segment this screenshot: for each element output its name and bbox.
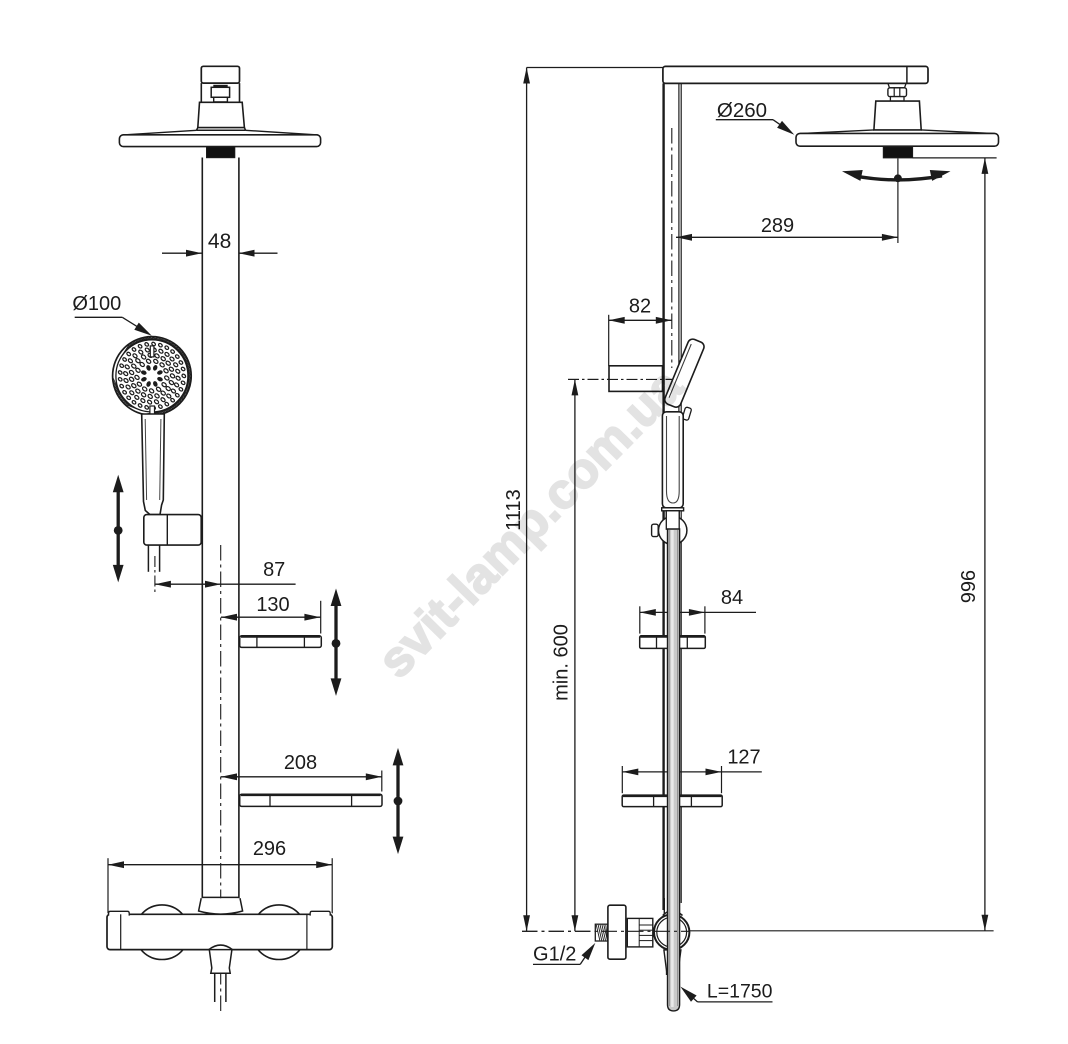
svg-text:296: 296 (253, 838, 286, 860)
svg-text:Ø100: Ø100 (72, 293, 121, 315)
svg-text:Ø260: Ø260 (717, 99, 767, 122)
svg-text:48: 48 (208, 230, 231, 253)
svg-text:82: 82 (629, 295, 651, 317)
svg-text:289: 289 (761, 215, 794, 237)
svg-text:G1/2: G1/2 (533, 944, 576, 966)
svg-text:min. 600: min. 600 (551, 624, 573, 701)
svg-text:L=1750: L=1750 (707, 981, 773, 1003)
svg-text:966: 966 (956, 570, 978, 603)
svg-text:127: 127 (727, 746, 760, 768)
svg-text:130: 130 (256, 594, 289, 616)
svg-text:1113: 1113 (503, 489, 525, 531)
svg-text:84: 84 (721, 587, 743, 609)
svg-text:208: 208 (284, 752, 317, 774)
svg-text:87: 87 (263, 559, 285, 581)
